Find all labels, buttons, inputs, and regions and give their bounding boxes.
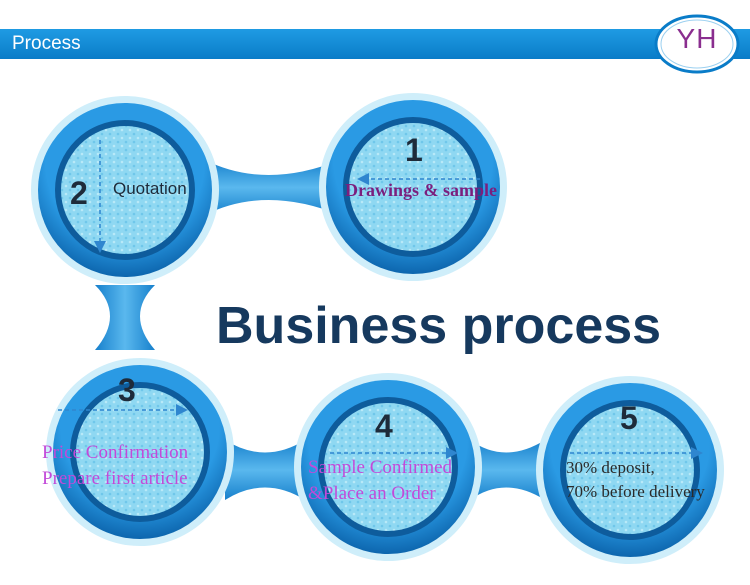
logo-ellipse bbox=[654, 14, 740, 74]
step-1-label: Drawings & sample bbox=[345, 180, 497, 200]
step-5-number: 5 bbox=[620, 400, 638, 436]
connector-4-5 bbox=[470, 440, 545, 500]
step-3-number: 3 bbox=[118, 372, 136, 408]
step-2-label: Quotation bbox=[113, 179, 187, 198]
connector-3-4 bbox=[225, 440, 305, 500]
header-bar bbox=[0, 29, 750, 59]
page-title: Process bbox=[12, 33, 81, 54]
step-circle-5 bbox=[536, 376, 724, 564]
step-1-number: 1 bbox=[405, 132, 423, 168]
connector-1-2 bbox=[205, 160, 340, 215]
step-circle-4 bbox=[294, 373, 482, 561]
step-2-number: 2 bbox=[70, 175, 88, 211]
step-4-label-line1: Sample Confirmed bbox=[308, 457, 453, 478]
step-5-label-line1: 30% deposit, bbox=[566, 458, 655, 477]
step-4-label-line2: &Place an Order bbox=[308, 483, 436, 504]
step-5-label-line2: 70% before delivery bbox=[566, 482, 705, 501]
step-3-label-line1: Price Confirmation bbox=[42, 442, 189, 463]
connector-2-3 bbox=[95, 285, 155, 350]
step-circle-2 bbox=[31, 96, 219, 284]
step-4-number: 4 bbox=[375, 408, 393, 444]
step-circle-1 bbox=[319, 93, 507, 281]
step-3-label-line2: Prepare first article bbox=[42, 468, 188, 489]
diagram-title: Business process bbox=[216, 297, 662, 355]
logo-text: YH bbox=[676, 23, 718, 54]
